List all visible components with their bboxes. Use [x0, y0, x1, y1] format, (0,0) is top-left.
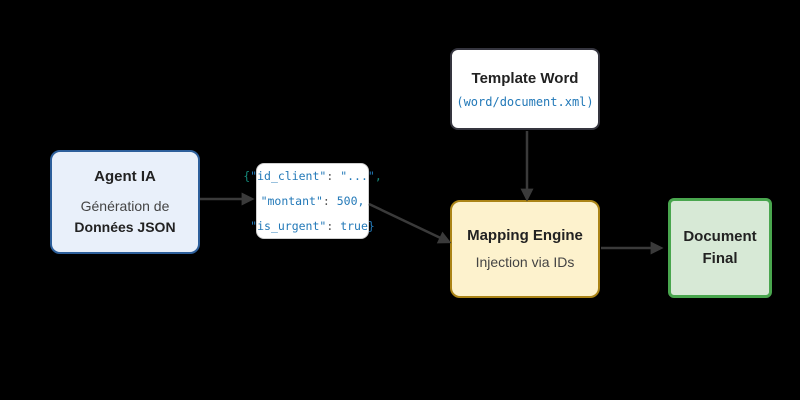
- agent-ia-subtitle-line2: Données JSON: [74, 218, 176, 235]
- node-document-final: Document Final: [668, 198, 772, 298]
- template-word-title: Template Word: [471, 69, 579, 87]
- node-json-snippet: {"id_client": "...","montant": 500,"is_u…: [243, 163, 382, 239]
- agent-ia-title: Agent IA: [94, 167, 156, 185]
- mapping-engine-title: Mapping Engine: [467, 226, 583, 244]
- json-code: {"id_client": "...","montant": 500,"is_u…: [243, 168, 382, 233]
- node-mapping-engine: Mapping Engine Injection via IDs: [450, 200, 600, 298]
- document-final-title: Document Final: [683, 228, 757, 267]
- node-template-word: Template Word (word/document.xml): [450, 48, 600, 130]
- template-word-path: (word/document.xml): [456, 94, 594, 109]
- agent-ia-subtitle-line1: Génération de: [80, 197, 170, 214]
- mapping-engine-subtitle: Injection via IDs: [475, 253, 575, 270]
- node-agent-ia: Agent IA Génération de Données JSON: [50, 150, 200, 254]
